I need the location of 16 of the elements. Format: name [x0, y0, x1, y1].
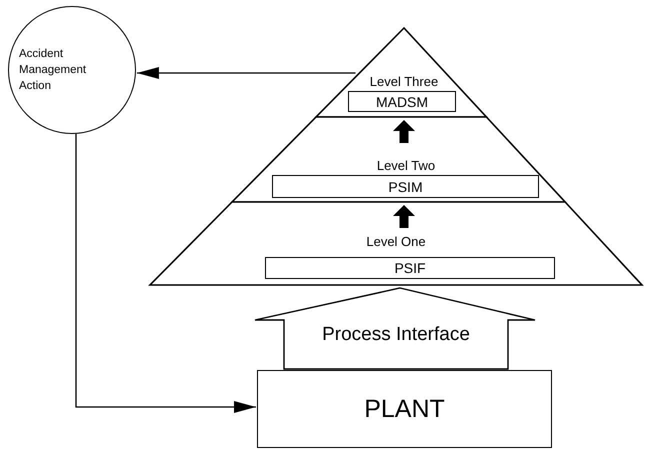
module-box	[265, 257, 555, 279]
block-arrow	[393, 205, 415, 228]
level-label: Level One	[366, 234, 426, 249]
arrow	[136, 67, 356, 79]
node-label: Accident Management Action	[19, 47, 88, 94]
module-box	[272, 175, 539, 198]
plant-box	[257, 370, 552, 448]
module-label: PSIF	[394, 260, 426, 276]
arrow	[75, 134, 256, 413]
module-label: MADSM	[376, 94, 428, 110]
level-label: Level Three	[370, 74, 438, 89]
module-box	[348, 91, 456, 112]
block-arrow	[393, 120, 415, 143]
module-label: PSIM	[388, 178, 423, 194]
plant-label: PLANT	[364, 395, 445, 423]
level-label: Level Two	[376, 158, 436, 173]
